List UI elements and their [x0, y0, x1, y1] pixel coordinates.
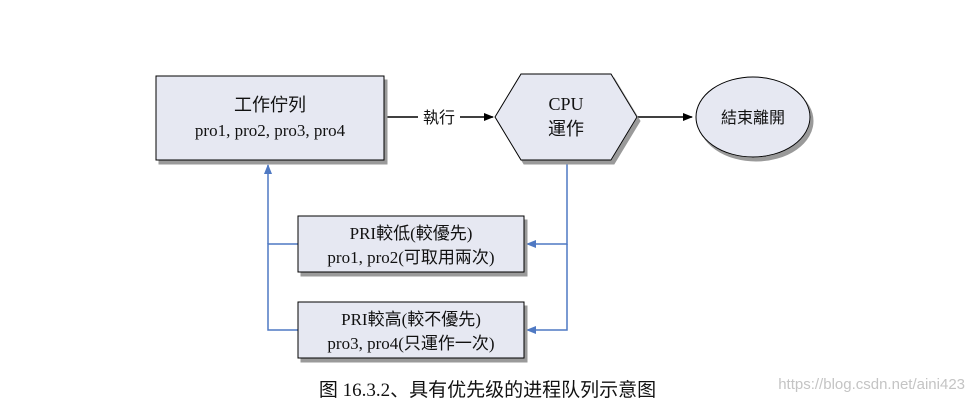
end-label: 結束離開: [721, 109, 785, 127]
figure-caption: 图 16.3.2、具有优先级的进程队列示意图: [318, 380, 657, 401]
high-priority-title: PRI較高(較不優先): [341, 310, 481, 329]
low-priority-title: PRI較低(較優先): [350, 224, 473, 243]
execute-label: 執行: [423, 109, 455, 127]
low-priority-node: PRI較低(較優先) pro1, pro2(可取用兩次): [297, 215, 525, 273]
priority-queue-diagram: 執行 工作佇列 pro1, pro2, pro3, pro4 CPU 運作 結束…: [155, 73, 811, 359]
cpu-node: CPU 運作: [494, 73, 638, 161]
edge-pri-to-queue: [264, 164, 298, 331]
job-queue-title: 工作佇列: [234, 95, 306, 115]
job-queue-node: 工作佇列 pro1, pro2, pro3, pro4: [155, 75, 385, 161]
edge-cpu-to-low-pri: [526, 160, 568, 248]
high-priority-node: PRI較高(較不優先) pro3, pro4(只運作一次): [297, 301, 525, 359]
low-priority-processes: pro1, pro2(可取用兩次): [327, 248, 494, 267]
cpu-subtitle: 運作: [548, 119, 584, 139]
end-node: 結束離開: [695, 76, 811, 158]
watermark: https://blog.csdn.net/aini423: [778, 376, 965, 393]
edge-cpu-to-high-pri: [526, 244, 568, 334]
cpu-title: CPU: [548, 94, 583, 114]
job-queue-processes: pro1, pro2, pro3, pro4: [195, 121, 346, 140]
execute-label-bg: [418, 107, 460, 127]
high-priority-processes: pro3, pro4(只運作一次): [327, 334, 494, 353]
